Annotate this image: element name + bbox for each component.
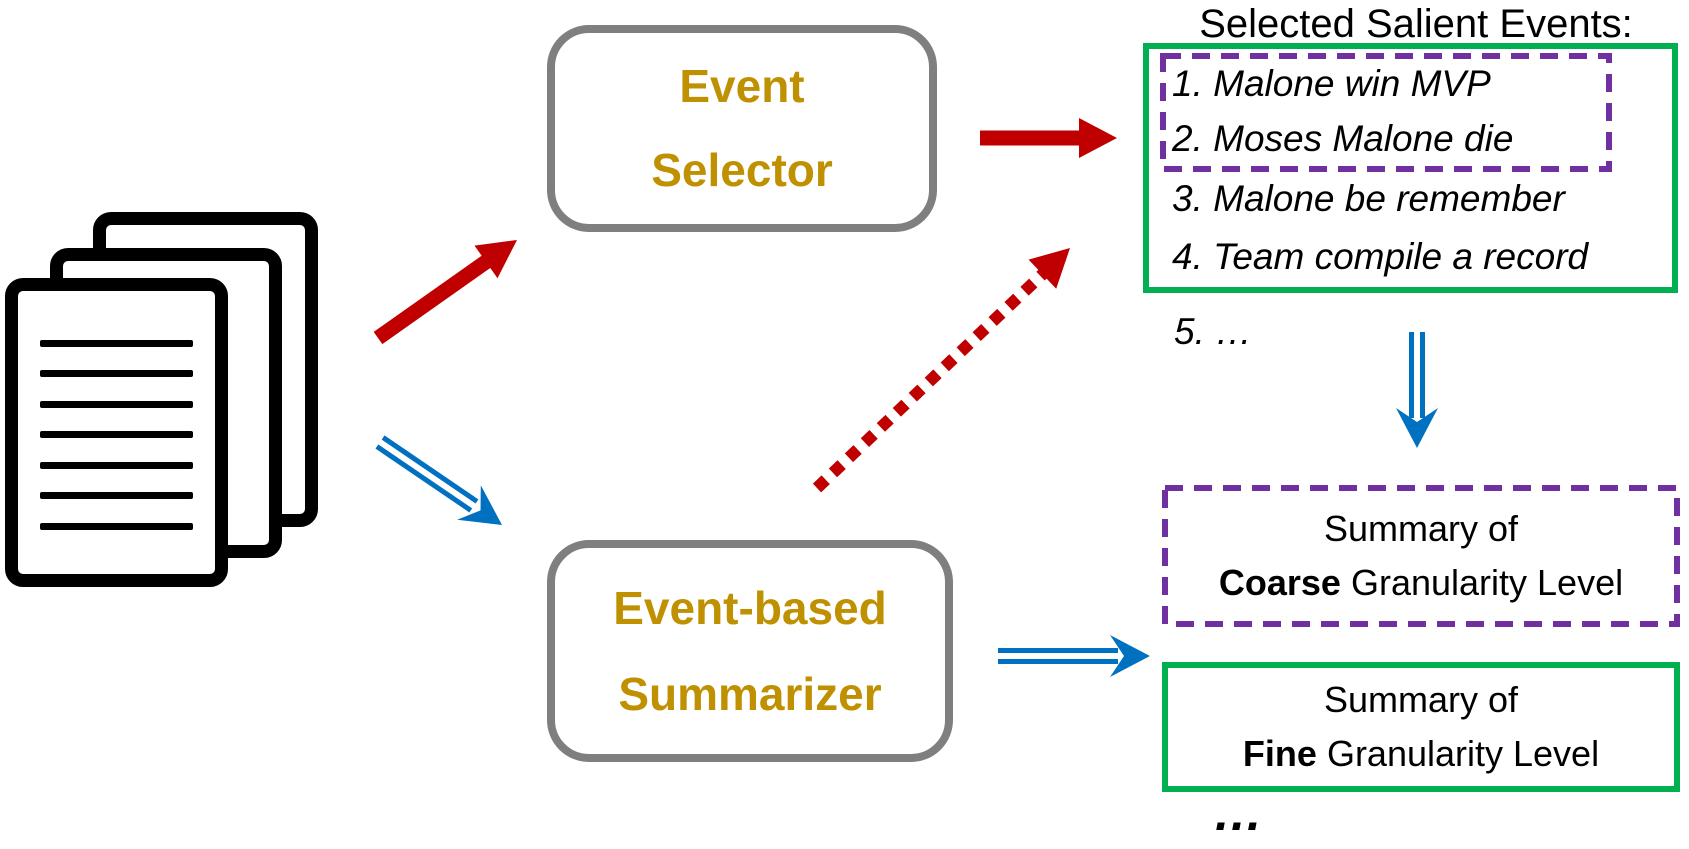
arrow-docs-to-summarizer (375, 435, 502, 525)
document-text-line (40, 462, 193, 469)
document-text-line (40, 370, 193, 377)
arrow-summarizer-to-fine (998, 635, 1150, 677)
fine-rest: Granularity Level (1316, 733, 1600, 774)
fine-summary-line1: Summary of (1323, 679, 1519, 720)
fine-summary-box: Summary of Fine Granularity Level (1162, 662, 1680, 792)
arrow-docs-to-selector (373, 240, 517, 345)
event-item-overflow: 5. … (1174, 311, 1253, 352)
document-text-line (40, 401, 193, 408)
fine-keyword: Fine (1242, 733, 1317, 774)
coarse-summary-box: Summary of Coarse Granularity Level (1162, 485, 1680, 627)
coarse-rest: Granularity Level (1340, 562, 1624, 603)
document-text-line (40, 492, 193, 499)
event-selector-box: Event Selector (547, 25, 937, 232)
event-summarizer-label-line1: Event-based (613, 581, 887, 634)
coarse-summary-line2: Coarse Granularity Level (1219, 556, 1623, 610)
event-item: 4. Team compile a record (1172, 236, 1589, 277)
event-selector-label-line2: Selector (651, 143, 833, 196)
event-summarizer-label-line2: Summarizer (618, 668, 882, 720)
document-page-front (5, 278, 228, 587)
document-text-line (40, 431, 193, 438)
event-summarizer-box: Event-based Summarizer (547, 540, 953, 762)
arrow-summarizer-to-events-dotted (812, 248, 1070, 493)
arrow-events-to-coarse (1396, 332, 1438, 448)
coarse-summary-line1: Summary of (1323, 508, 1519, 549)
event-selector-label-line1: Event (679, 59, 805, 112)
more-summaries-ellipsis: … (1213, 785, 1263, 841)
arrow-selector-to-events (980, 118, 1117, 158)
event-item: 3. Malone be remember (1172, 178, 1565, 219)
event-item: 2. Moses Malone die (1172, 118, 1514, 159)
selected-events-heading: Selected Salient Events: (1199, 2, 1633, 46)
event-item: 1. Malone win MVP (1172, 63, 1491, 104)
fine-summary-line2: Fine Granularity Level (1243, 727, 1599, 781)
coarse-keyword: Coarse (1218, 562, 1341, 603)
document-text-line (40, 523, 193, 530)
document-text-line (40, 340, 193, 347)
